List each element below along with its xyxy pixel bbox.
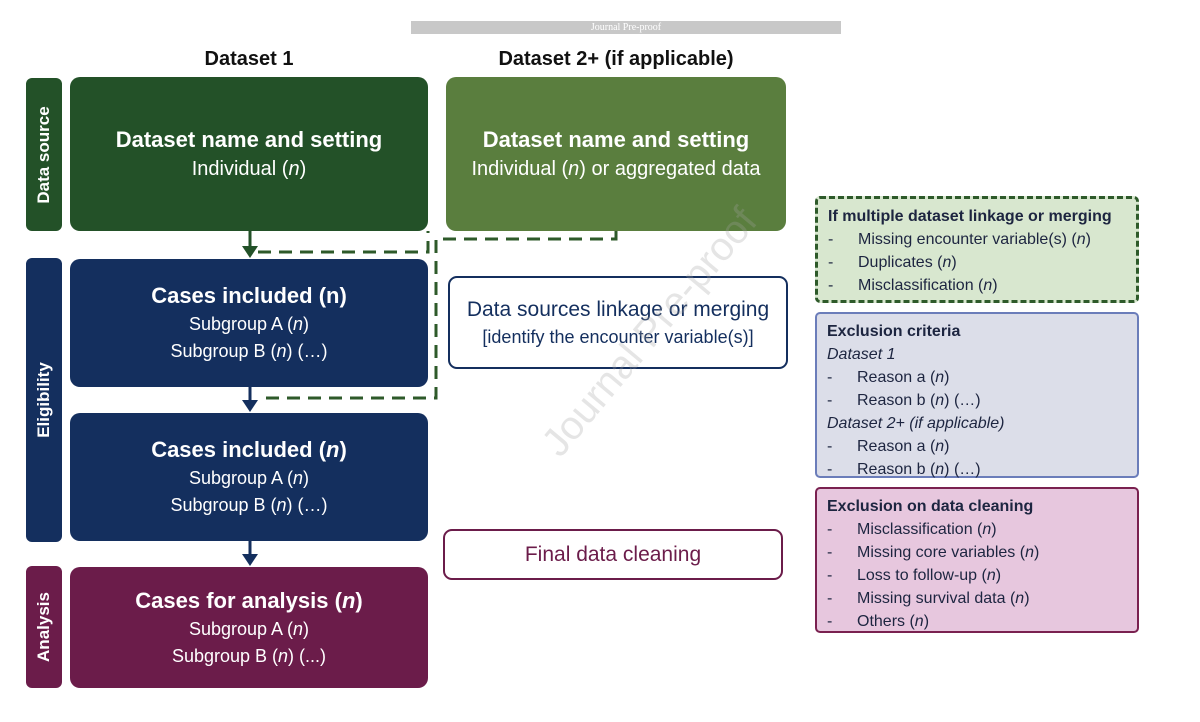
panel-exclusion-criteria: Exclusion criteria Dataset 1 -Reason a (… [815, 312, 1139, 478]
linkage-box: Data sources linkage or merging [identif… [448, 276, 788, 369]
sidebar-data-source: Data source [26, 78, 62, 231]
arrow-cases-to-analysis-head [242, 554, 258, 566]
list-item: -Duplicates (n) [828, 254, 957, 271]
arrow-source-to-cases-head [242, 246, 258, 258]
analysis-subgroup-b: Subgroup B (n) (...) [171, 645, 327, 666]
list-item: -Reason b (n) (…) [827, 392, 981, 409]
cases-box-1: Cases included (n) Subgroup A (n) Subgro… [70, 259, 428, 387]
cases1-title: Cases included (n) [151, 283, 347, 308]
final-cleaning-box: Final data cleaning [443, 529, 783, 580]
list-item: -Others (n) [827, 613, 930, 630]
panel-cleaning-title: Exclusion on data cleaning [827, 498, 1034, 515]
list-item: -Loss to follow-up (n) [827, 567, 1002, 584]
cases-box-2: Cases included (n) Subgroup A (n) Subgro… [70, 413, 428, 541]
analysis-box: Cases for analysis (n) Subgroup A (n) Su… [70, 567, 428, 688]
list-item: -Missing encounter variable(s) (n) [828, 231, 1091, 248]
linkage-line2: [identify the encounter variable(s)] [482, 326, 754, 347]
cases1-subgroup-a: Subgroup A (n) [188, 314, 310, 334]
cases1-subgroup-b: Subgroup B (n) (…) [170, 341, 328, 361]
panel-linkage-title: If multiple dataset linkage or merging [828, 208, 1112, 225]
source2-line: Individual (n) or aggregated data [471, 158, 761, 180]
list-item: -Missing core variables (n) [827, 544, 1040, 561]
list-item: -Reason b (n) (…) [827, 461, 981, 478]
source-box-dataset1: Dataset name and setting Individual (n) [70, 77, 428, 231]
panel-exclusion-title: Exclusion criteria [827, 323, 961, 340]
analysis-title: Cases for analysis (n) [135, 587, 363, 613]
sidebar-eligibility: Eligibility [26, 258, 62, 542]
sidebar-analysis: Analysis [26, 566, 62, 688]
column-header-dataset2: Dataset 2+ (if applicable) [498, 48, 734, 70]
cases2-subgroup-b: Subgroup B (n) (…) [170, 495, 328, 515]
arrow-cases-to-cases-head [242, 400, 258, 412]
dashed-link-dataset1 [258, 231, 430, 254]
list-item: -Reason a (n) [827, 369, 950, 386]
dashed-link-dataset2 [258, 231, 618, 400]
cases2-title: Cases included (n) [151, 437, 347, 462]
cases2-subgroup-a: Subgroup A (n) [188, 468, 310, 488]
source1-title: Dataset name and setting [115, 127, 383, 152]
list-item: -Misclassification (n) [827, 521, 997, 538]
linkage-line1: Data sources linkage or merging [466, 297, 770, 321]
list-item: -Reason a (n) [827, 438, 950, 455]
panel-exclusion-group1: Dataset 1 [827, 346, 896, 363]
source1-line: Individual (n) [191, 158, 307, 180]
panel-exclusion-group2: Dataset 2+ (if applicable) [827, 415, 1005, 432]
journal-banner: Journal Pre-proof [411, 21, 841, 34]
analysis-subgroup-a: Subgroup A (n) [188, 618, 310, 639]
source-box-dataset2: Dataset name and setting Individual (n) … [446, 77, 786, 231]
list-item: -Missing survival data (n) [827, 590, 1030, 607]
list-item: -Misclassification (n) [828, 277, 998, 294]
source2-title: Dataset name and setting [482, 127, 750, 152]
panel-linkage-exclusions: If multiple dataset linkage or merging -… [815, 196, 1139, 303]
column-header-dataset1: Dataset 1 [204, 48, 294, 70]
panel-cleaning-exclusions: Exclusion on data cleaning -Misclassific… [815, 487, 1139, 633]
